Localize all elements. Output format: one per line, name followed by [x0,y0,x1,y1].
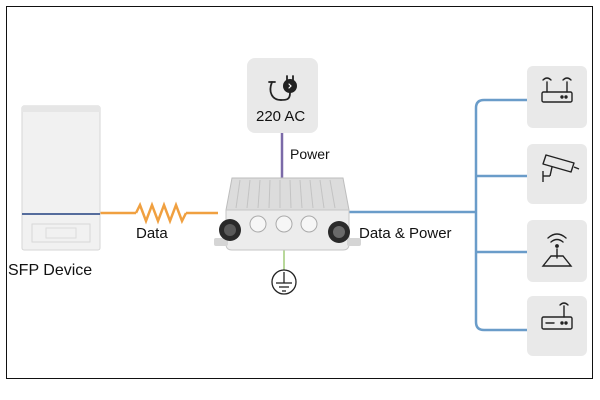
plug-icon [268,75,297,101]
ac-power-source [247,58,318,133]
sfp-device [21,105,101,251]
endpoint-router [527,66,587,128]
sfp-device-label: SFP Device [8,262,93,279]
cctv-camera-icon [542,154,580,182]
data-link [100,201,218,225]
switch-port-4 [300,215,318,233]
router-icon [541,77,573,103]
data-power-link-label: Data & Power [359,225,452,242]
endpoint-access-point [527,220,587,282]
ac-source-label: 220 AC [256,108,306,125]
network-device-icon [541,302,573,330]
ground-icon [271,269,297,295]
switch-port-1 [219,219,241,241]
power-link-label: Power [290,146,330,162]
data-link-label: Data [136,225,168,242]
endpoint-network-device [527,296,587,356]
poe-switch [214,177,361,251]
switch-port-3 [275,215,293,233]
endpoint-camera [527,144,587,204]
poe-link [345,98,527,332]
wireless-access-point-icon [541,233,573,267]
switch-port-2 [249,215,267,233]
switch-port-5 [328,221,350,243]
